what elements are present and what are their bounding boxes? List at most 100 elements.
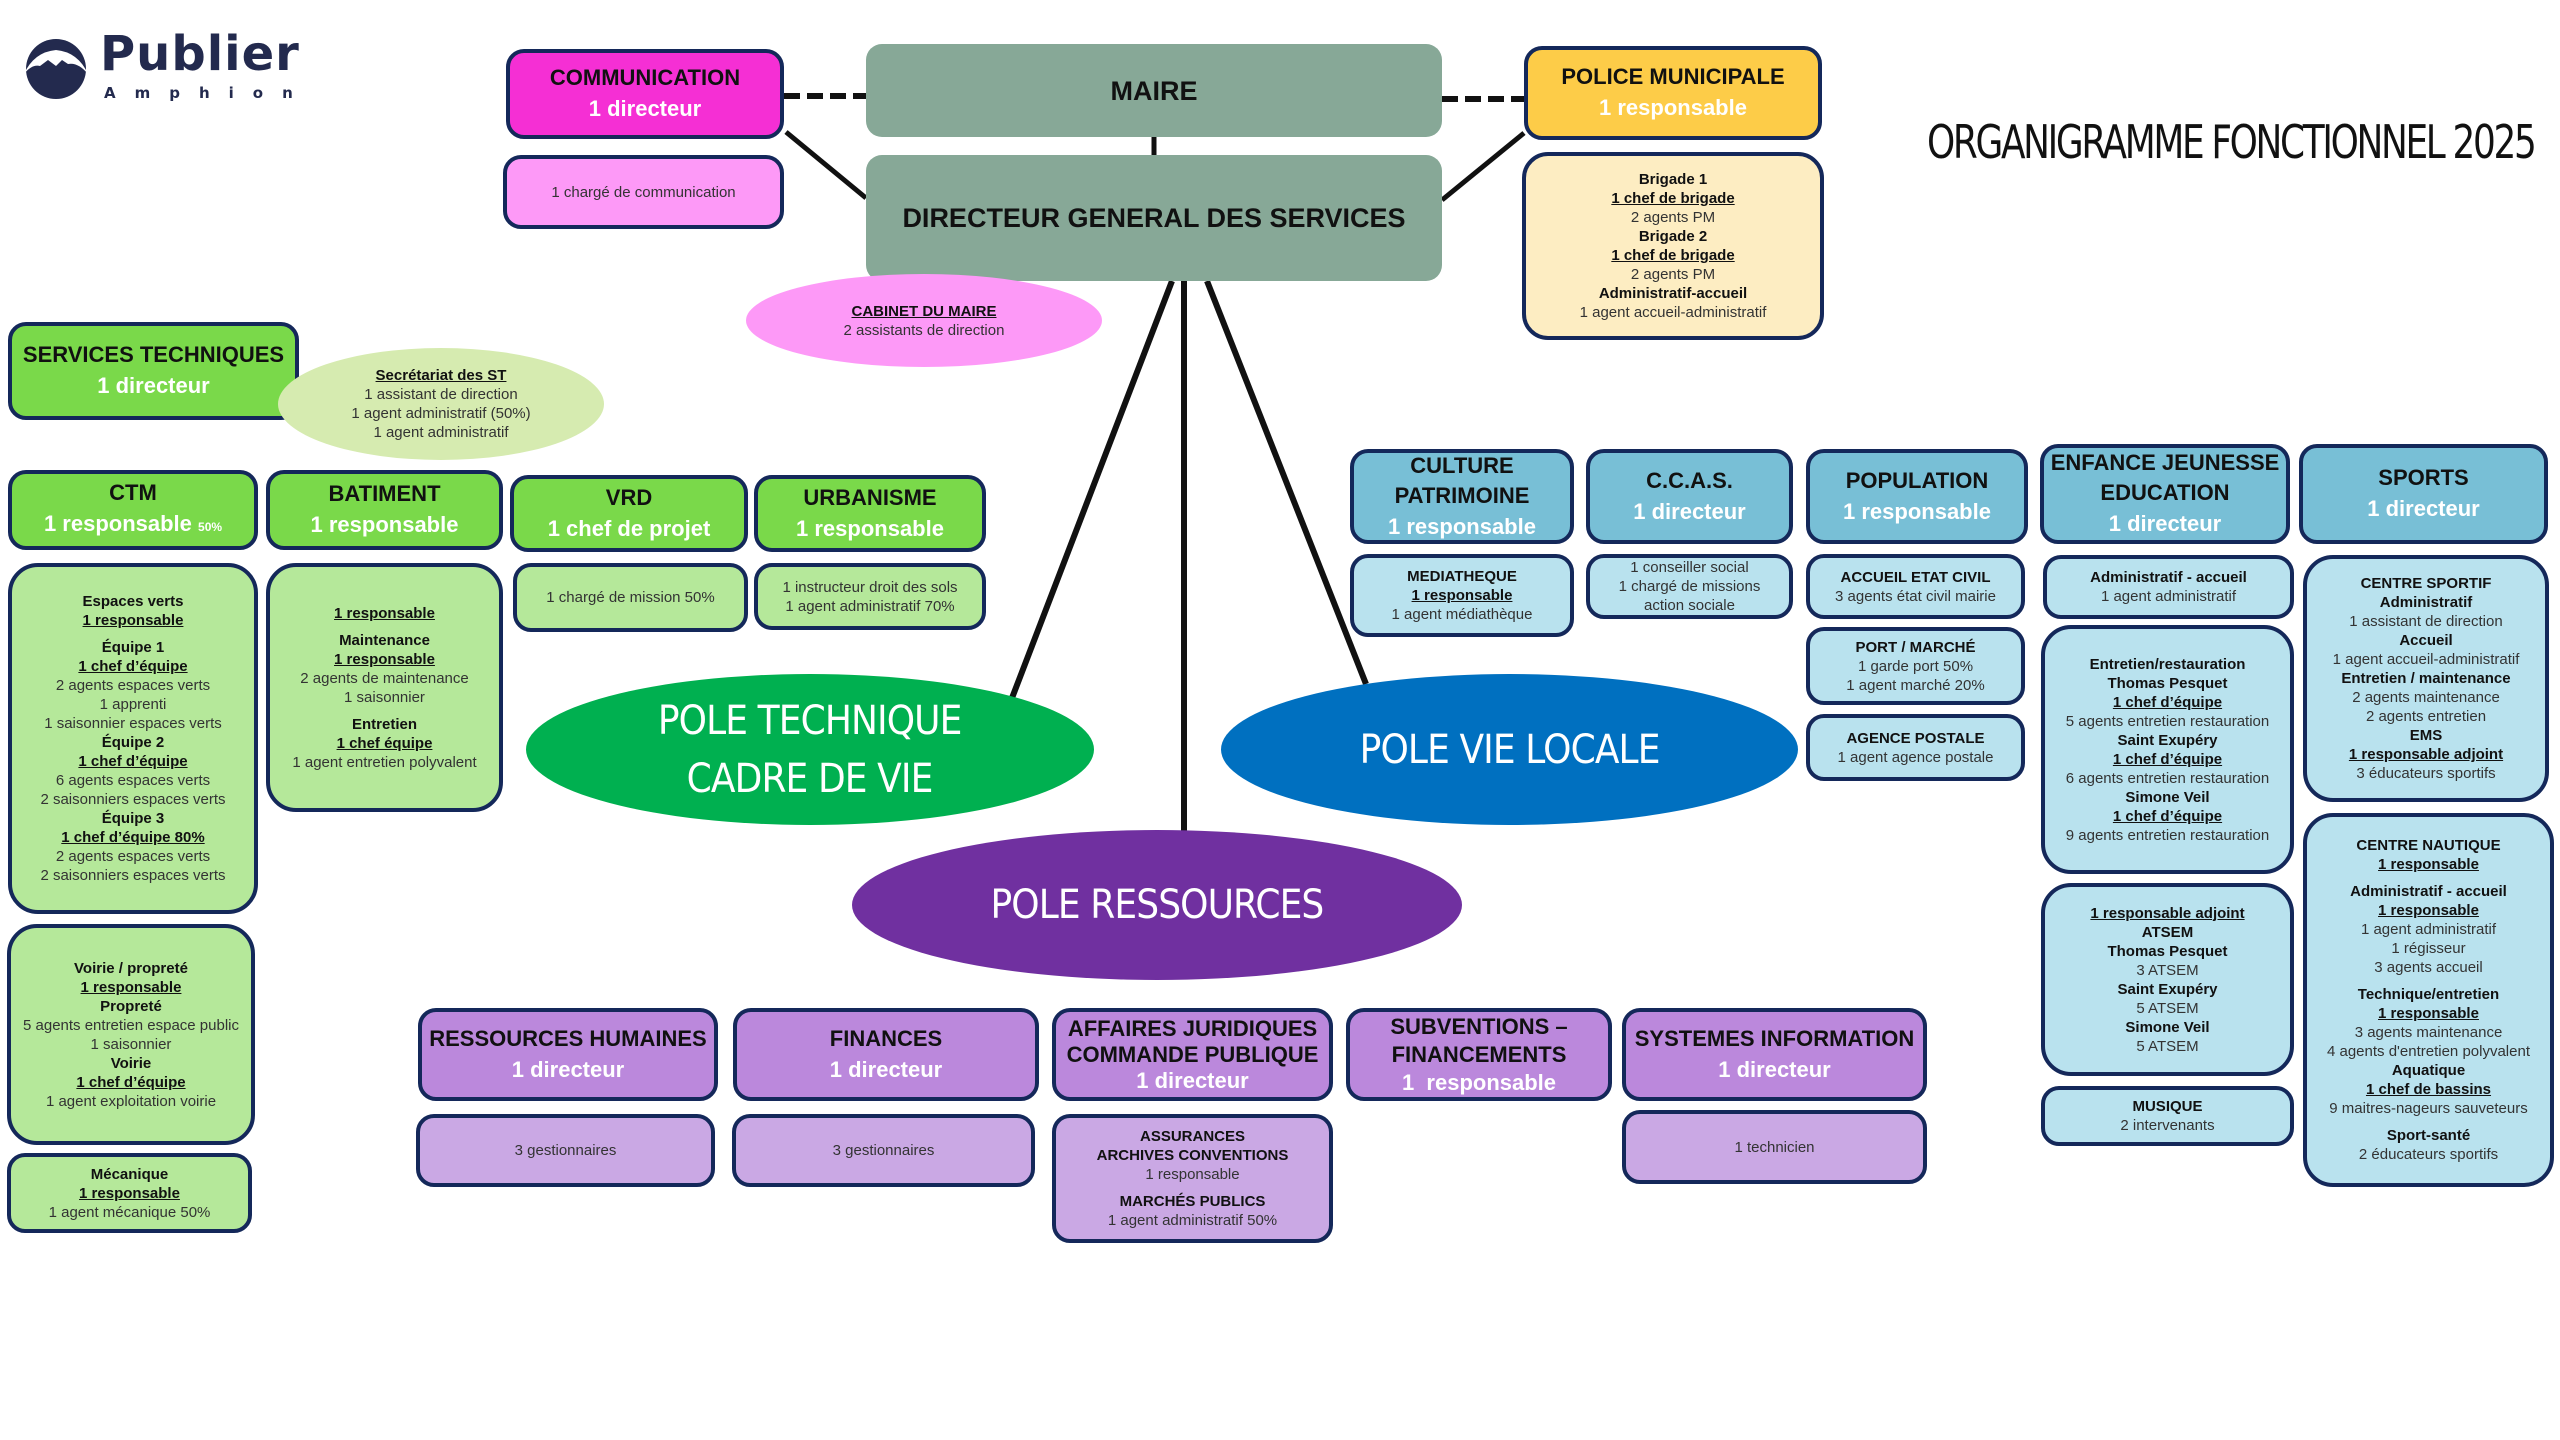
police-title: POLICE MUNICIPALE <box>1561 64 1785 89</box>
role-lead: 1 chef de bassins <box>2365 1081 2492 1098</box>
vrd-title: VRD <box>605 484 653 510</box>
batiment-box[interactable]: BATIMENT 1 responsable <box>266 470 503 550</box>
staff-line: 6 agents entretien restauration <box>2065 769 2270 787</box>
subventions-box[interactable]: SUBVENTIONS – FINANCEMENTS 1 responsable <box>1346 1008 1612 1101</box>
logo-subtitle: Amphion <box>104 84 312 102</box>
enfance-box[interactable]: ENFANCE JEUNESSE EDUCATION 1 directeur <box>2040 444 2290 544</box>
finances-detail[interactable]: 3 gestionnaires <box>732 1114 1035 1187</box>
ctm-box[interactable]: CTM 1 responsable 50% <box>8 470 258 550</box>
pole-vie-locale[interactable]: POLE VIE LOCALE <box>1221 674 1798 825</box>
dgs-box[interactable]: DIRECTEUR GENERAL DES SERVICES <box>866 155 1442 281</box>
services-techniques-sub: 1 directeur <box>97 373 210 398</box>
urbanisme-detail[interactable]: 1 instructeur droit des sols 1 agent adm… <box>754 563 986 630</box>
vrd-detail[interactable]: 1 chargé de mission 50% <box>513 563 748 632</box>
staff-line: 1 agent accueil-administratif <box>2332 651 2520 668</box>
section-heading: Simone Veil <box>2125 788 2210 806</box>
staff-line: 5 ATSEM <box>2136 1037 2199 1055</box>
staff-line: 2 agents maintenance <box>2352 689 2500 706</box>
staff-line: 1 assistant de direction <box>2349 613 2503 630</box>
secretariat-line: 1 agent administratif (50%) <box>351 405 531 422</box>
subventions-title-1: SUBVENTIONS – <box>1390 1013 1568 1039</box>
staff-line: 1 agent exploitation voirie <box>45 1092 217 1110</box>
staff-line: 5 ATSEM <box>2136 999 2199 1017</box>
urbanisme-box[interactable]: URBANISME 1 responsable <box>754 475 986 552</box>
role-lead: 1 chef d’équipe <box>2112 750 2223 768</box>
pole-technique[interactable]: POLE TECHNIQUE CADRE DE VIE <box>526 674 1094 825</box>
rh-box[interactable]: RESSOURCES HUMAINES 1 directeur <box>418 1008 718 1101</box>
population-title: POPULATION <box>1845 467 1989 493</box>
secretariat-st[interactable]: Secrétariat des ST 1 assistant de direct… <box>278 348 604 460</box>
finances-sub: 1 directeur <box>829 1056 943 1082</box>
urbanisme-title: URBANISME <box>803 484 937 510</box>
services-techniques-box[interactable]: SERVICES TECHNIQUES 1 directeur <box>8 322 299 420</box>
rh-detail[interactable]: 3 gestionnaires <box>416 1114 715 1187</box>
pole-ressources[interactable]: POLE RESSOURCES <box>852 830 1462 980</box>
role-lead: 1 responsable <box>334 650 435 668</box>
section-heading: Accueil <box>2399 632 2453 649</box>
staff-line: 2 agents de maintenance <box>300 669 469 687</box>
role-lead: 1 responsable <box>2378 1005 2479 1022</box>
role-lead: 1 chef d’équipe 80% <box>61 829 205 846</box>
section-heading: Équipe 3 <box>101 810 165 827</box>
section-heading: Technique/entretien <box>2357 986 2500 1003</box>
vrd-box[interactable]: VRD 1 chef de projet <box>510 475 748 552</box>
section-heading: Brigade 1 <box>1638 171 1708 188</box>
agence-postale-title: AGENCE POSTALE <box>1846 729 1985 747</box>
si-detail[interactable]: 1 technicien <box>1622 1110 1927 1184</box>
finances-box[interactable]: FINANCES 1 directeur <box>733 1008 1039 1101</box>
communication-box[interactable]: COMMUNICATION 1 directeur <box>506 49 784 139</box>
si-box[interactable]: SYSTEMES INFORMATION 1 directeur <box>1622 1008 1927 1101</box>
agence-postale-line: 1 agent agence postale <box>1837 748 1994 766</box>
population-sub: 1 responsable <box>1843 498 1991 524</box>
culture-box[interactable]: CULTURE PATRIMOINE 1 responsable <box>1350 449 1574 544</box>
staff-line: 2 saisonniers espaces verts <box>40 791 226 808</box>
ctm-sub-small: 50% <box>198 519 223 534</box>
accueil-etat-civil-detail[interactable]: ACCUEIL ETAT CIVIL 3 agents état civil m… <box>1806 554 2025 619</box>
staff-line: 9 maitres-nageurs sauveteurs <box>2329 1100 2528 1117</box>
section-heading: CENTRE NAUTIQUE <box>2356 837 2501 854</box>
police-box[interactable]: POLICE MUNICIPALE 1 responsable <box>1524 46 1822 140</box>
port-marche-line: 1 agent marché 20% <box>1846 676 1985 694</box>
staff-line: 3 agents accueil <box>2374 959 2483 976</box>
urbanisme-detail-line: 1 agent administratif 70% <box>785 597 955 615</box>
section-heading: EMS <box>2409 727 2443 744</box>
agence-postale-detail[interactable]: AGENCE POSTALE 1 agent agence postale <box>1806 714 2025 781</box>
staff-line: 2 saisonniers espaces verts <box>40 867 226 884</box>
population-box[interactable]: POPULATION 1 responsable <box>1806 449 2028 544</box>
enfance-title-2: EDUCATION <box>2100 480 2230 505</box>
enfance-admin-detail[interactable]: Administratif - accueil 1 agent administ… <box>2043 555 2294 619</box>
communication-detail[interactable]: 1 chargé de communication <box>503 155 784 229</box>
cabinet-du-maire[interactable]: CABINET DU MAIRE 2 assistants de directi… <box>746 274 1102 367</box>
pole-vie-locale-label: POLE VIE LOCALE <box>1359 726 1661 773</box>
juridique-title-1: AFFAIRES JURIDIQUES <box>1067 1015 1318 1041</box>
ccas-box[interactable]: C.C.A.S. 1 directeur <box>1586 449 1793 544</box>
section-heading: Voirie / propreté <box>74 959 188 977</box>
role-lead: 1 responsable <box>80 978 182 996</box>
section-heading: Propreté <box>100 997 162 1015</box>
ccas-detail-line: action sociale <box>1644 597 1735 614</box>
vrd-detail-text: 1 chargé de mission 50% <box>546 589 715 606</box>
port-marche-detail[interactable]: PORT / MARCHÉ 1 garde port 50% 1 agent m… <box>1806 627 2025 705</box>
maire-box[interactable]: MAIRE <box>866 44 1442 137</box>
role-lead: 1 responsable adjoint <box>2090 904 2245 922</box>
urbanisme-sub: 1 responsable <box>796 515 944 541</box>
section-heading: Administratif-accueil <box>1598 285 1748 302</box>
juridique-box[interactable]: AFFAIRES JURIDIQUES COMMANDE PUBLIQUE 1 … <box>1052 1008 1333 1101</box>
port-marche-line: 1 garde port 50% <box>1857 657 1974 675</box>
musique-detail[interactable]: MUSIQUE 2 intervenants <box>2041 1086 2294 1146</box>
section-heading: Voirie <box>110 1054 152 1072</box>
section-heading: Entretien/restauration <box>2089 655 2246 673</box>
sports-box[interactable]: SPORTS 1 directeur <box>2299 444 2548 544</box>
ccas-detail[interactable]: 1 conseiller social 1 chargé de missions… <box>1586 554 1793 619</box>
